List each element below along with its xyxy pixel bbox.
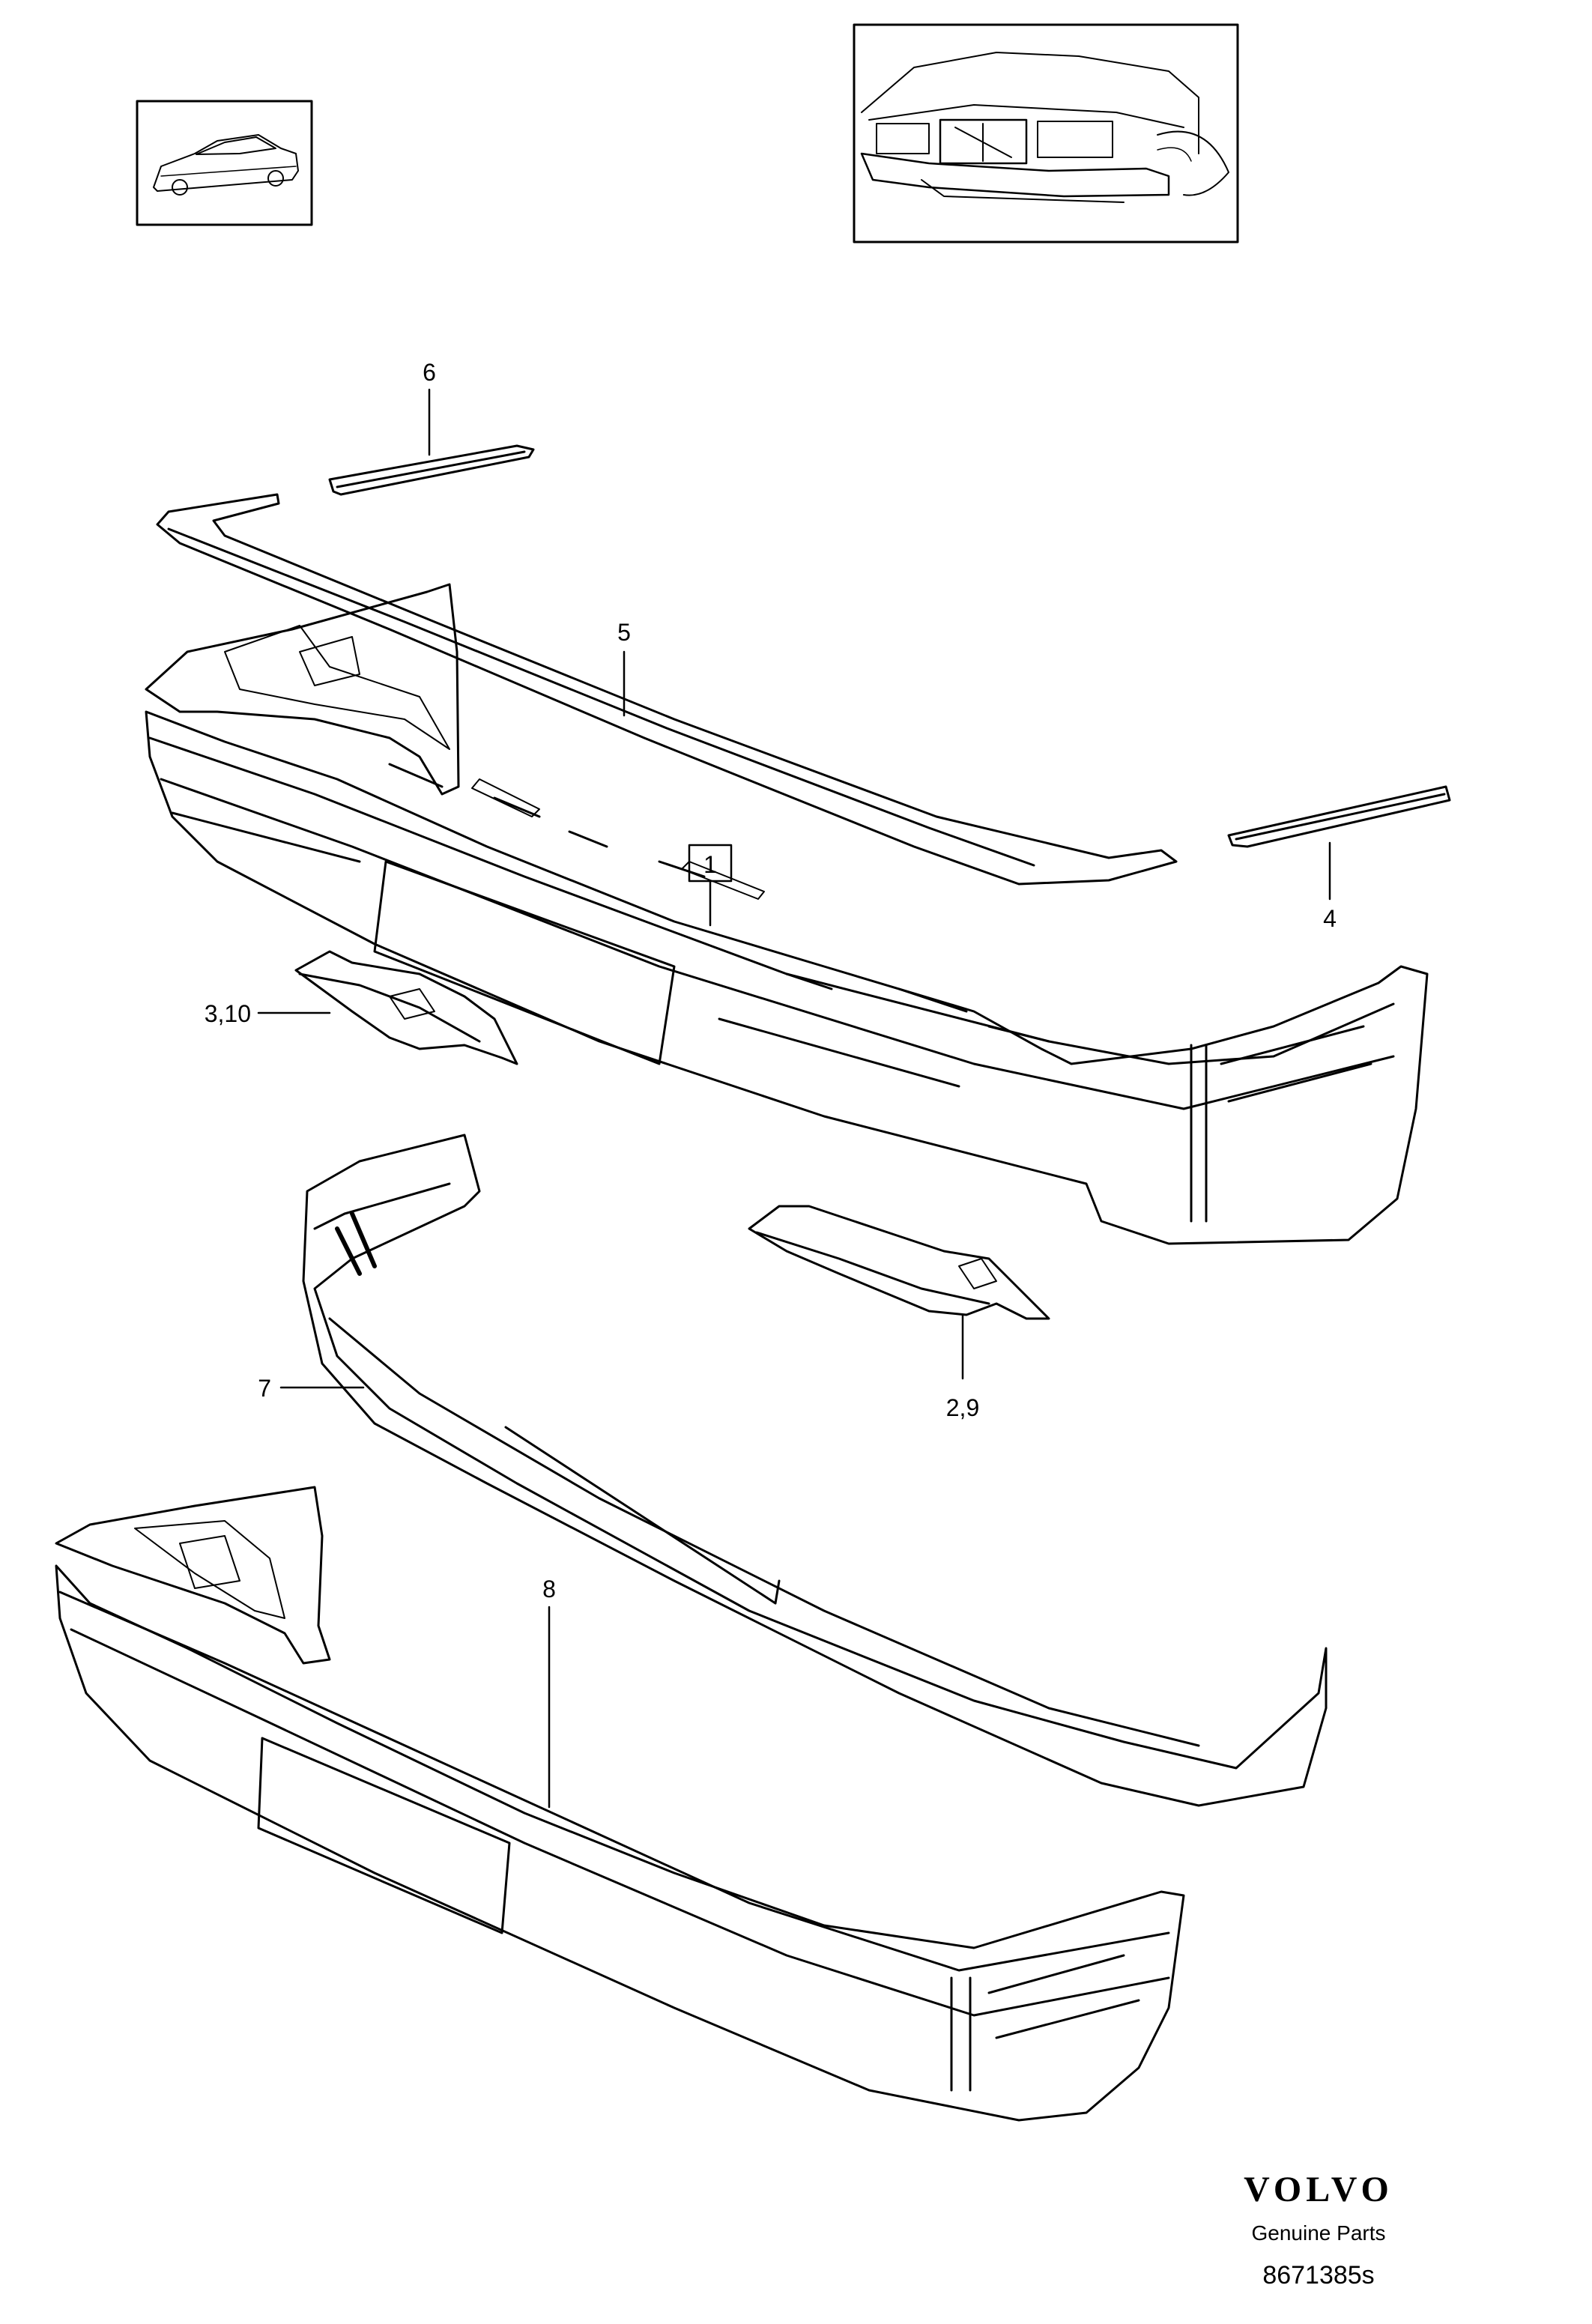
part-8-rear-bumper — [55, 1486, 1185, 2122]
part-4-trim-strip — [1227, 785, 1451, 848]
callout-5: 5 — [617, 619, 631, 646]
part-7-bumper-cover — [302, 1134, 1328, 1807]
diagram-code: 8671385s — [1262, 2261, 1375, 2290]
callout-3-10: 3,10 — [205, 1000, 251, 1027]
car-thumbnail-small — [136, 100, 313, 226]
part-2-9-bracket-right — [748, 1205, 1050, 1320]
part-6-trim-strip — [328, 444, 535, 496]
callout-4: 4 — [1323, 905, 1337, 932]
brand-subtitle: Genuine Parts — [1251, 2221, 1386, 2245]
volvo-logo: VOLVO — [1244, 2170, 1393, 2209]
callout-7: 7 — [258, 1375, 271, 1402]
car-front-thumbnail — [853, 23, 1239, 243]
callout-1: 1 — [703, 851, 717, 878]
callout-2-9: 2,9 — [946, 1394, 979, 1421]
part-3-10-bracket-left — [294, 950, 518, 1065]
callout-6: 6 — [423, 359, 436, 386]
callout-8: 8 — [542, 1576, 556, 1603]
part-1-front-bumper — [145, 583, 1429, 1245]
part-5-molding — [156, 493, 1178, 886]
